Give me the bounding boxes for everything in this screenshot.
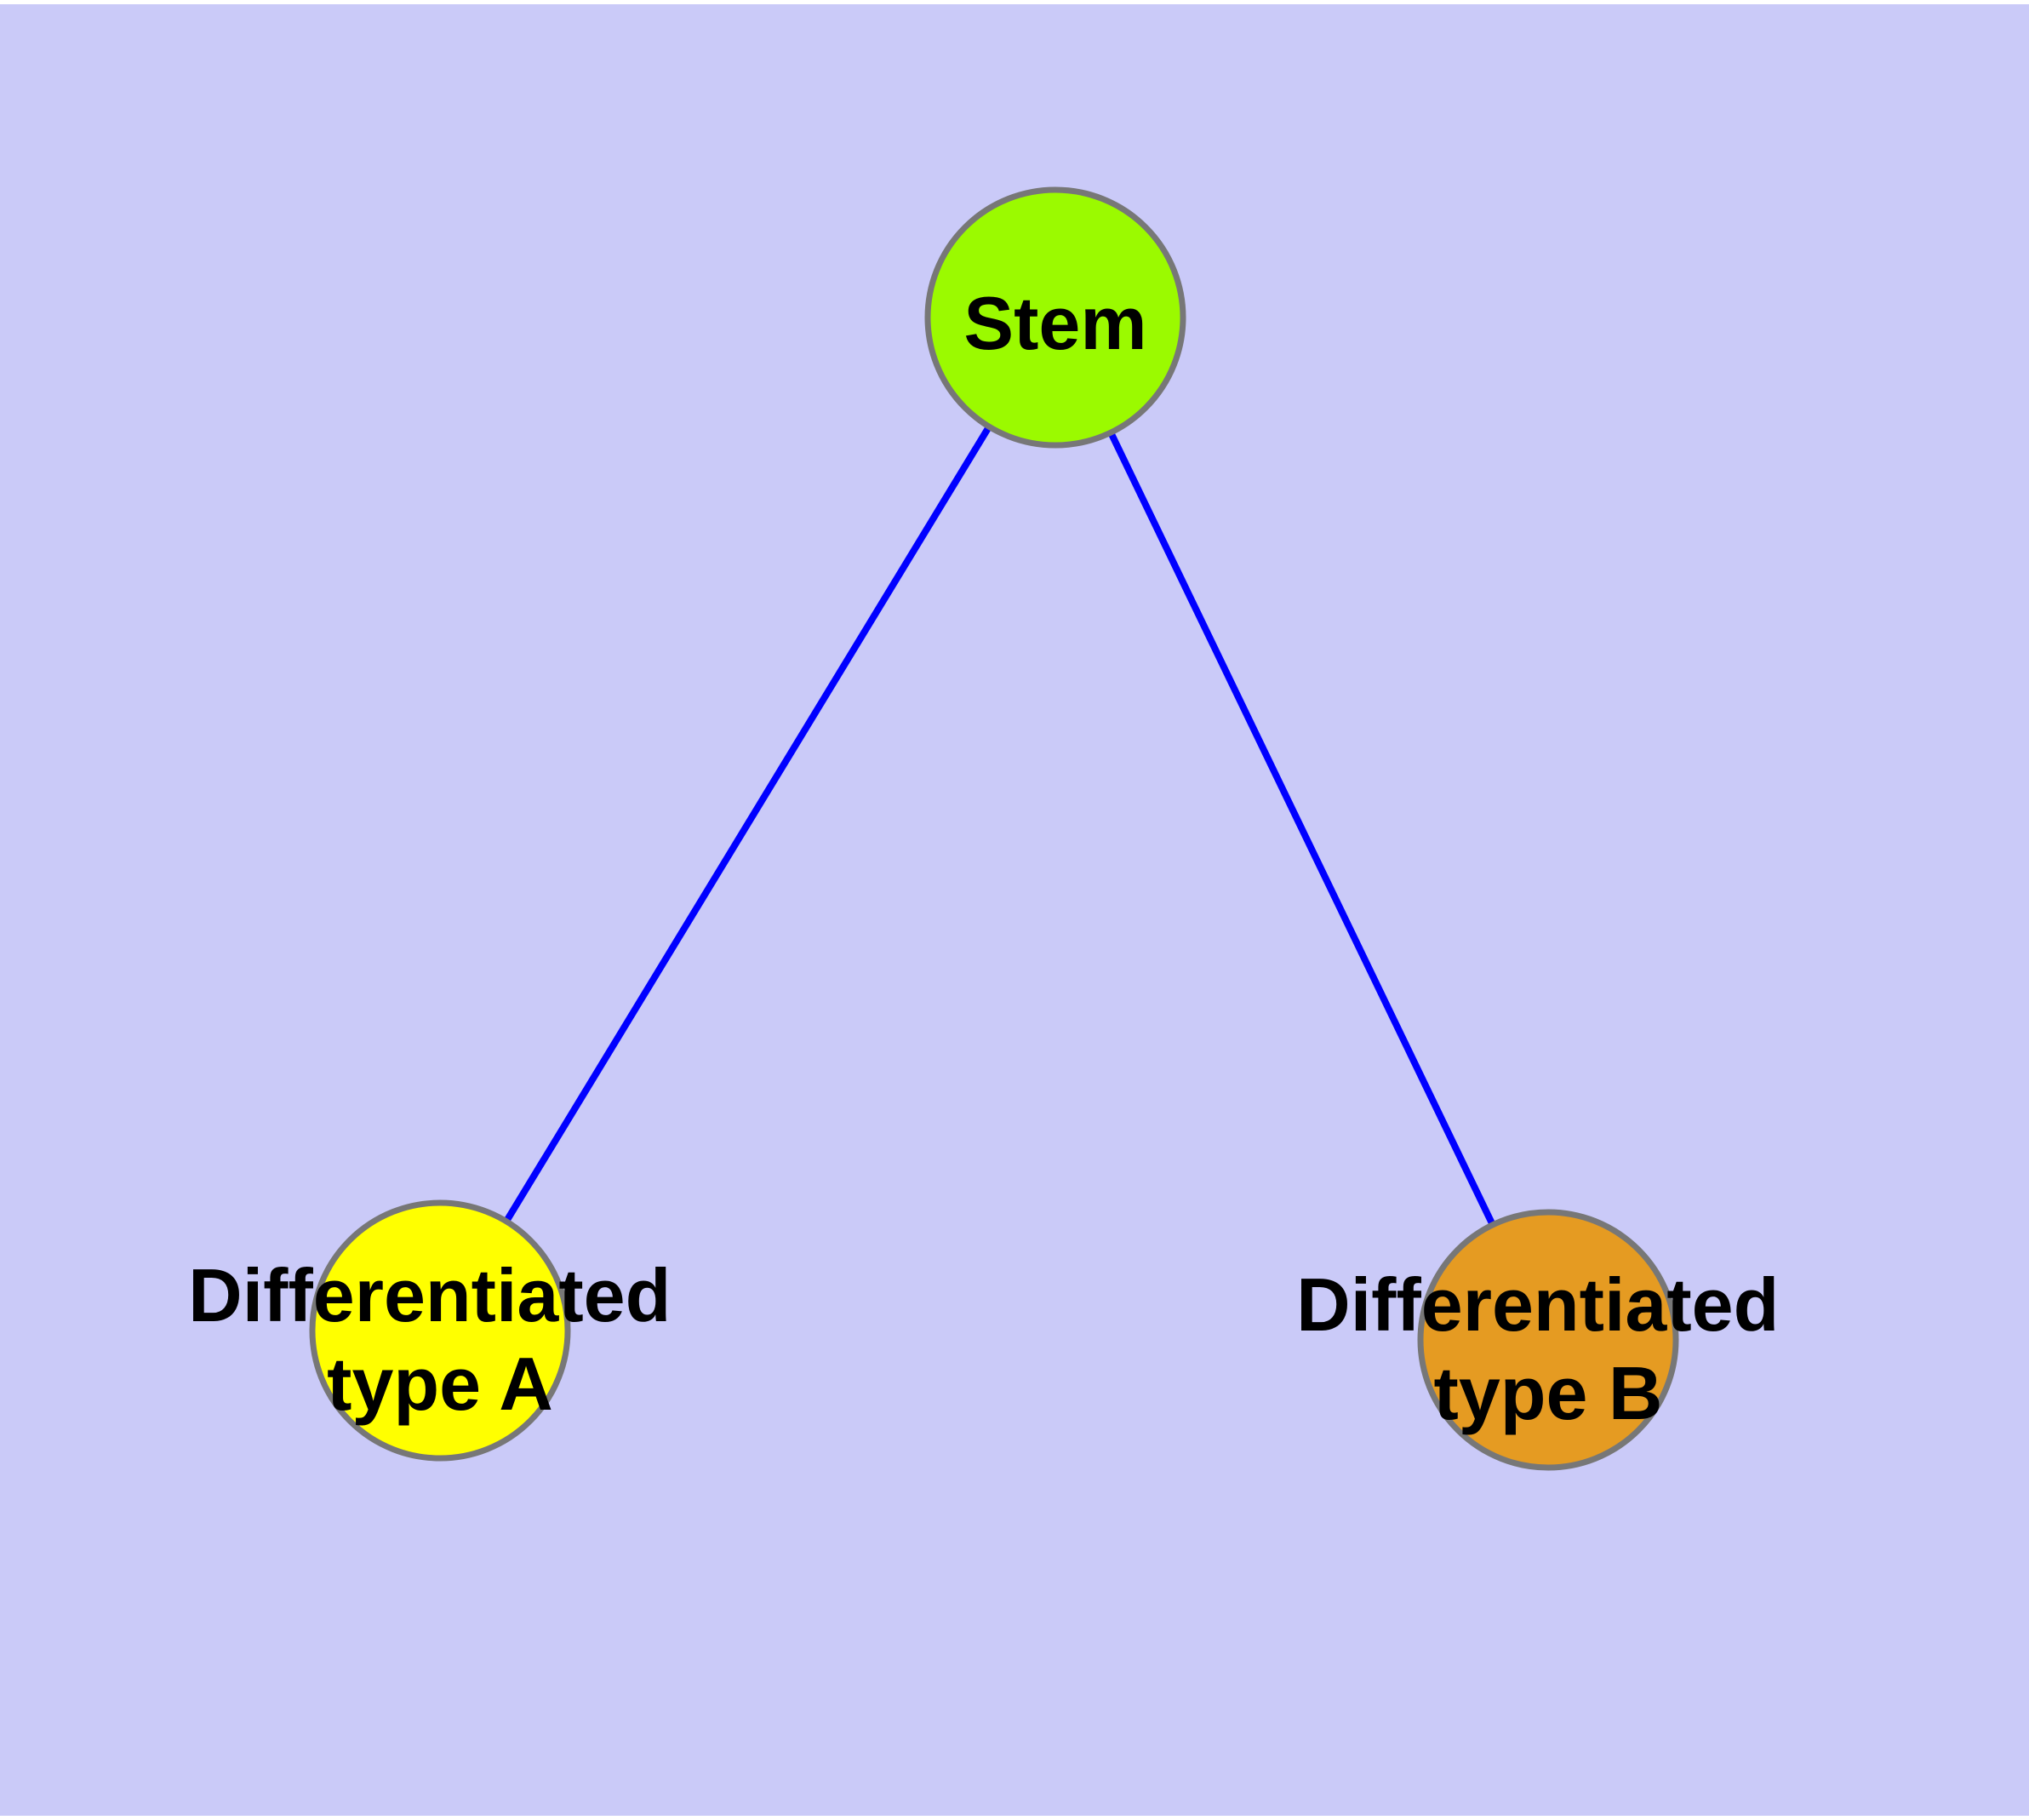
node-type-b-label: Differentiated type B: [1296, 1262, 1800, 1435]
edge-stem-to-type-b: [1052, 316, 1552, 1342]
edge-stem-to-type-a: [437, 315, 1059, 1333]
node-differentiated-type-b: [1417, 1209, 1679, 1471]
node-type-b-label-line1: Differentiated: [1296, 1262, 1779, 1347]
node-stem: [924, 186, 1186, 449]
node-differentiated-type-a: [309, 1199, 571, 1462]
node-type-b-label-line2: type B: [1434, 1351, 1663, 1435]
node-stem-label: Stem: [963, 281, 1146, 365]
node-type-a-label: Differentiated type A: [188, 1253, 692, 1426]
node-type-a-label-line1: Differentiated: [188, 1253, 671, 1337]
node-type-a-label-line2: type A: [327, 1342, 553, 1426]
